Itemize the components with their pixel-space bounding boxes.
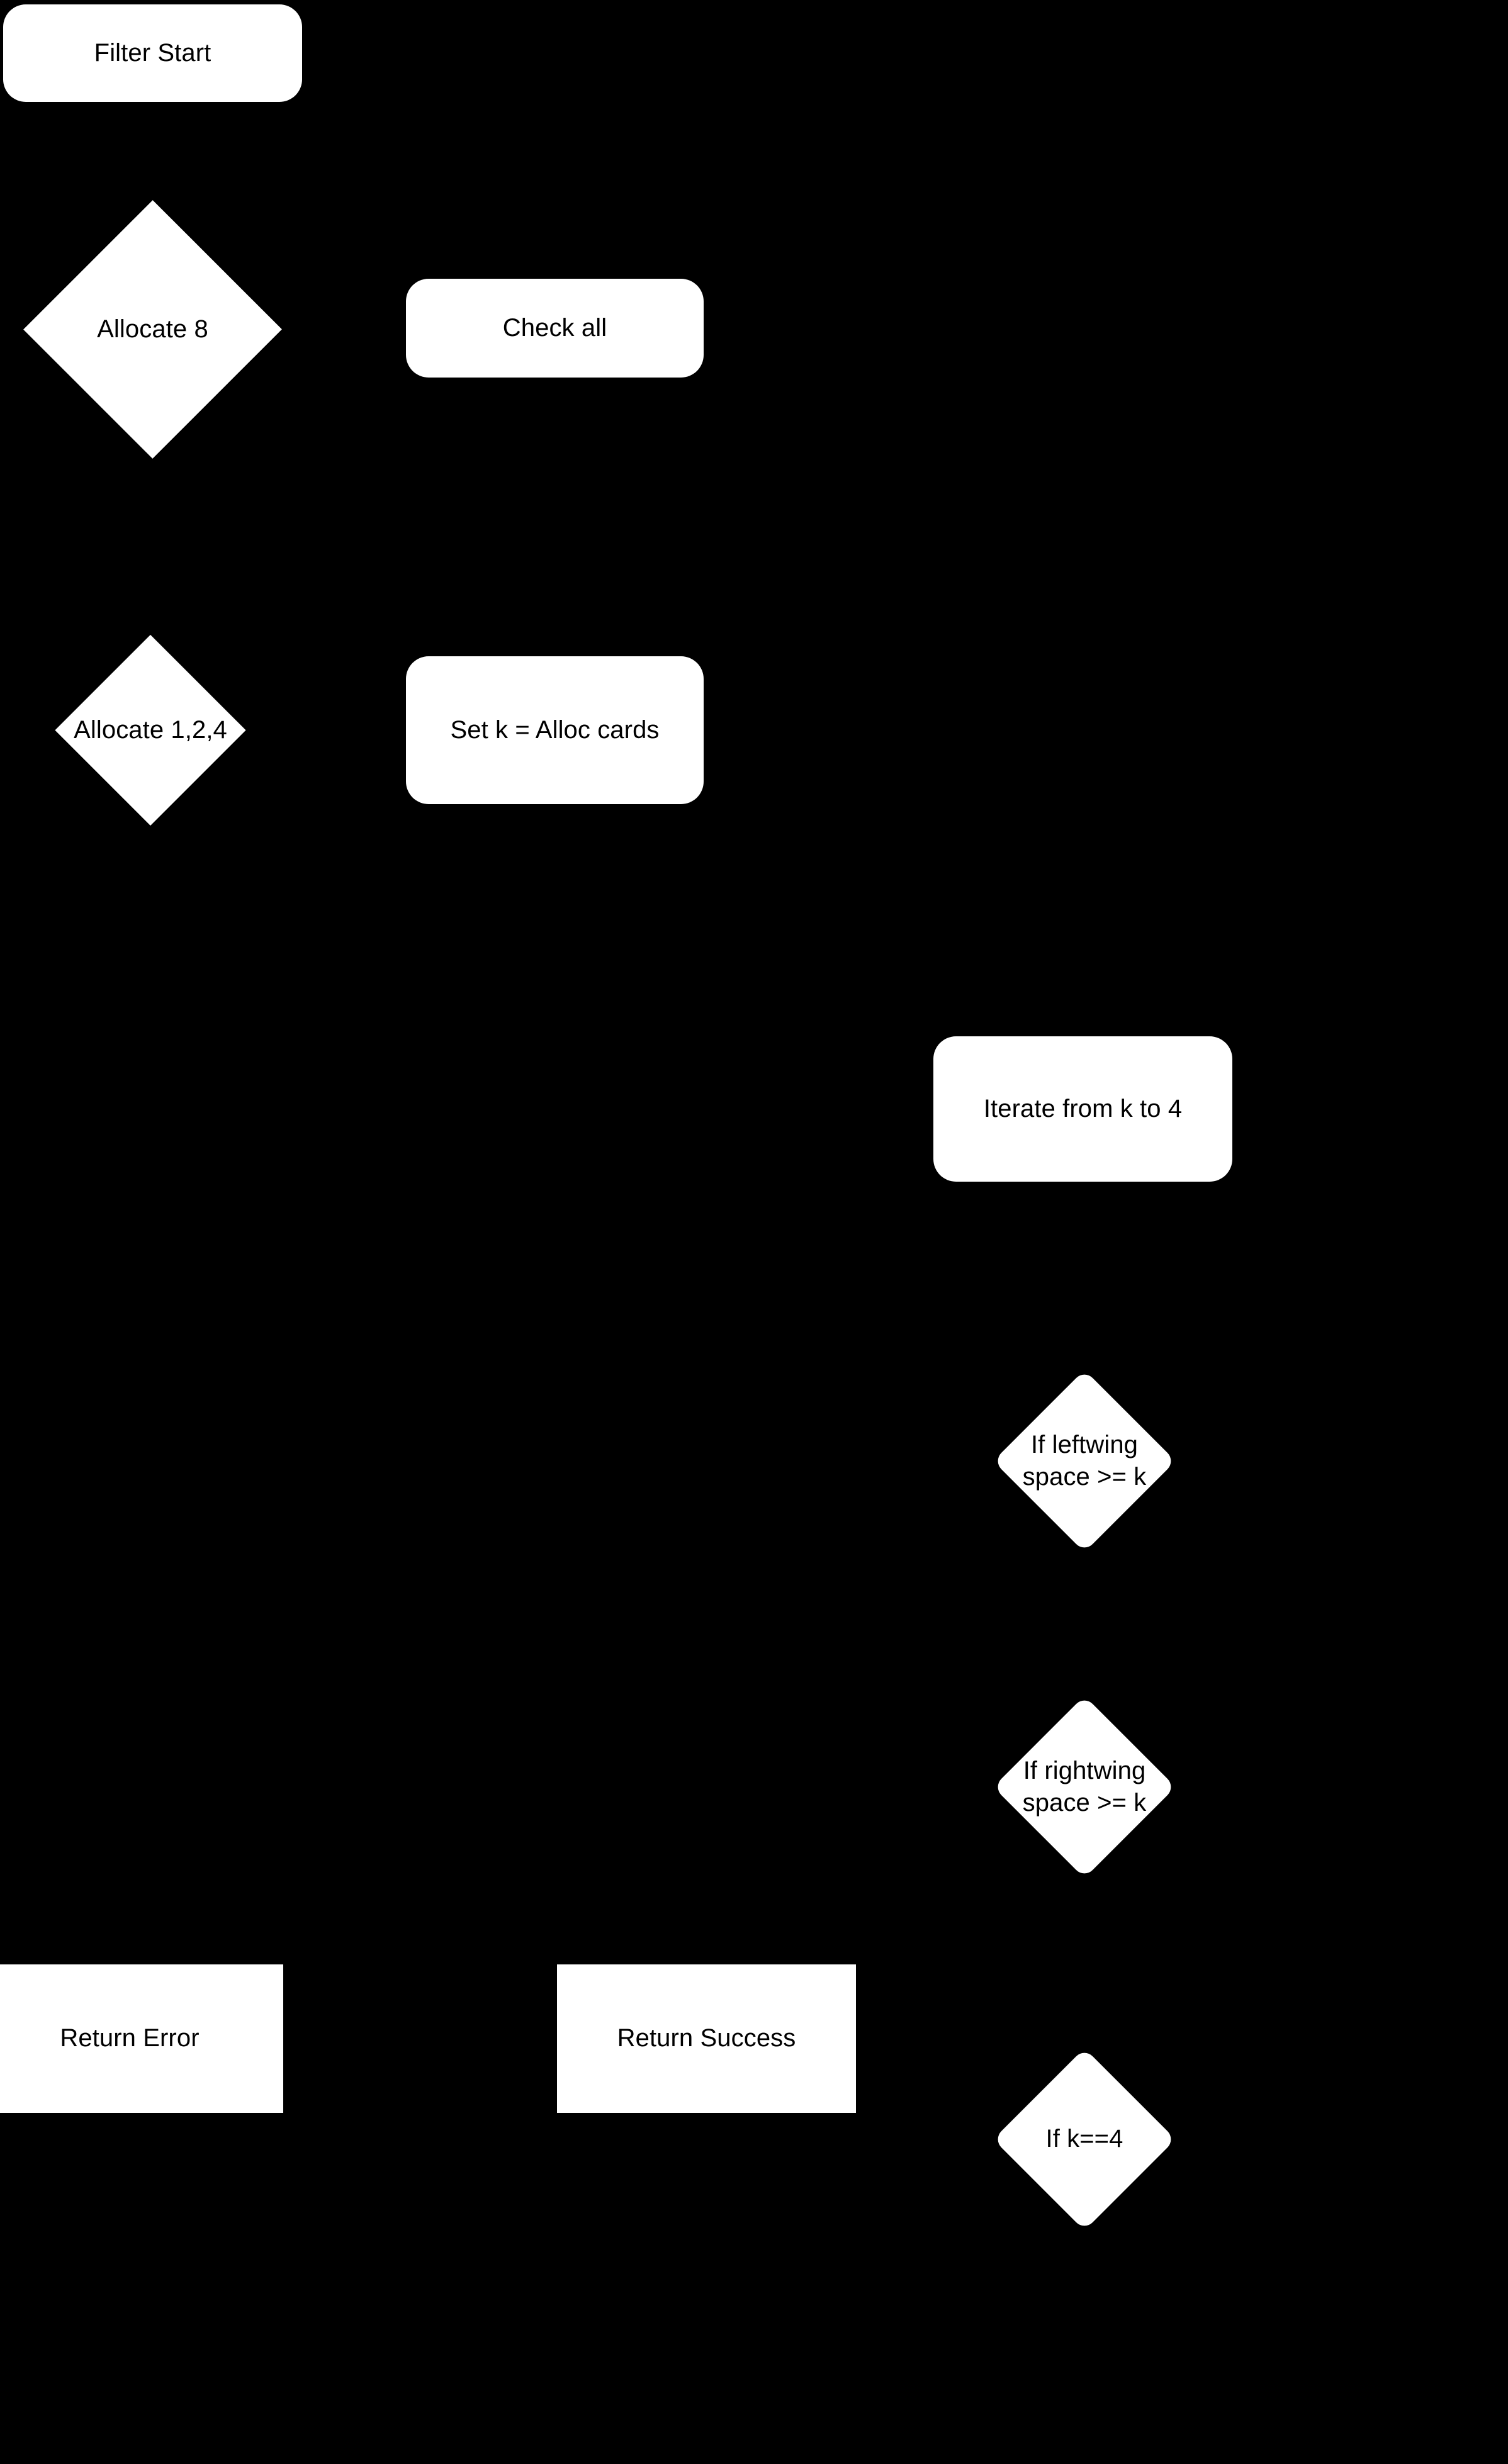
node-if-k-equals-4[interactable]: If k==4 — [993, 2048, 1176, 2231]
node-label-filter-start: Filter Start — [94, 38, 211, 67]
node-return-error[interactable]: Return Error — [0, 1964, 283, 2113]
node-set-k-alloc-cards[interactable]: Set k = Alloc cards — [406, 656, 704, 804]
node-allocate-1-2-4[interactable]: Allocate 1,2,4 — [55, 632, 246, 829]
node-label-check-all: Check all — [502, 313, 607, 342]
node-return-success[interactable]: Return Success — [557, 1964, 856, 2113]
node-label-allocate-1-2-4: Allocate 1,2,4 — [74, 715, 227, 744]
node-label-iterate-from-k-to-4: Iterate from k to 4 — [983, 1094, 1183, 1123]
node-iterate-from-k-to-4[interactable]: Iterate from k to 4 — [933, 1036, 1232, 1182]
node-label-return-success: Return Success — [617, 2024, 796, 2052]
node-label-if-k-equals-4: If k==4 — [1045, 2125, 1123, 2153]
node-allocate-8[interactable]: Allocate 8 — [23, 200, 282, 459]
node-label-set-k-alloc-cards: Set k = Alloc cards — [450, 715, 660, 744]
node-label-return-error: Return Error — [60, 2024, 200, 2052]
node-check-all[interactable]: Check all — [406, 279, 704, 378]
node-filter-start[interactable]: Filter Start — [3, 4, 302, 102]
node-label-allocate-8: Allocate 8 — [97, 315, 208, 343]
